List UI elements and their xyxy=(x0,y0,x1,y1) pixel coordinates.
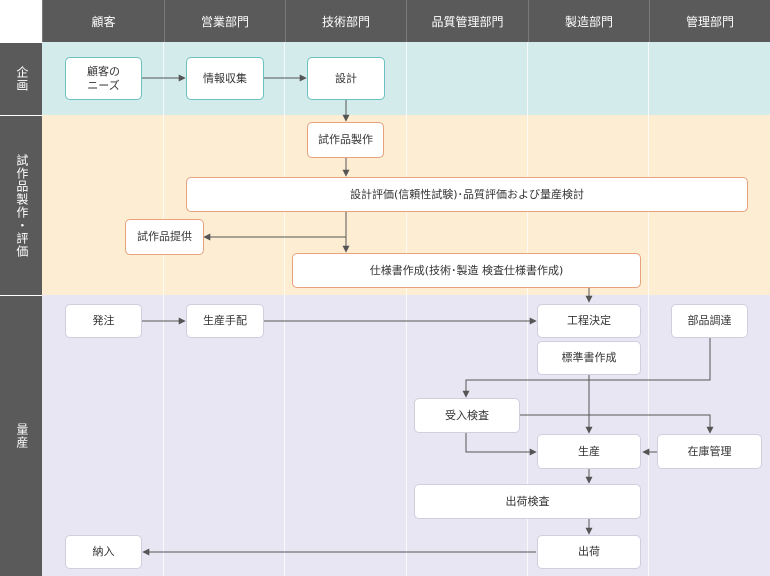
node-delivery: 納入 xyxy=(65,535,142,569)
column-header-customer: 顧客 xyxy=(42,0,164,42)
header-corner xyxy=(0,0,42,42)
column-header-manufacturing: 製造部門 xyxy=(528,0,649,42)
column-header-administration: 管理部門 xyxy=(649,0,770,42)
phase-label-planning: 企画 xyxy=(0,42,42,115)
arrow-inspection-to-production xyxy=(465,433,537,456)
node-prototype-making: 試作品製作 xyxy=(307,122,384,158)
phase-label-prototype: 試作品製作・評価 xyxy=(0,115,42,295)
node-spec-creation: 仕様書作成(技術･製造 検査仕様書作成) xyxy=(292,253,641,288)
node-design: 設計 xyxy=(307,57,385,100)
node-inventory-management: 在庫管理 xyxy=(657,434,762,469)
lane-separator xyxy=(406,42,407,576)
lane-separator xyxy=(163,42,164,576)
node-customer-needs: 顧客の ニーズ xyxy=(65,57,142,100)
column-header-engineering: 技術部門 xyxy=(285,0,406,42)
lane-separator xyxy=(284,42,285,576)
node-parts-procurement: 部品調達 xyxy=(671,304,748,338)
node-process-decision: 工程決定 xyxy=(537,304,641,338)
node-prototype-delivery: 試作品提供 xyxy=(125,219,204,255)
lane-separator xyxy=(648,42,649,576)
arrow-inspection-to-inventory xyxy=(520,414,714,434)
node-shipment: 出荷 xyxy=(537,535,641,569)
arrow-parts-to-inspection xyxy=(462,337,711,398)
node-production: 生産 xyxy=(537,434,641,469)
node-production-arrangement: 生産手配 xyxy=(186,304,264,338)
column-header-sales: 営業部門 xyxy=(164,0,285,42)
node-design-evaluation: 設計評価(信頼性試験)･品質評価および量産検討 xyxy=(186,177,748,212)
column-header-quality: 品質管理部門 xyxy=(406,0,528,42)
node-shipping-inspection: 出荷検査 xyxy=(414,484,641,519)
phase-label-mass-production: 量産 xyxy=(0,295,42,576)
node-info-gathering: 情報収集 xyxy=(186,57,264,100)
lane-separator xyxy=(527,42,528,576)
node-order: 発注 xyxy=(65,304,142,338)
node-standards-creation: 標準書作成 xyxy=(537,341,641,375)
node-incoming-inspection: 受入検査 xyxy=(414,398,520,433)
